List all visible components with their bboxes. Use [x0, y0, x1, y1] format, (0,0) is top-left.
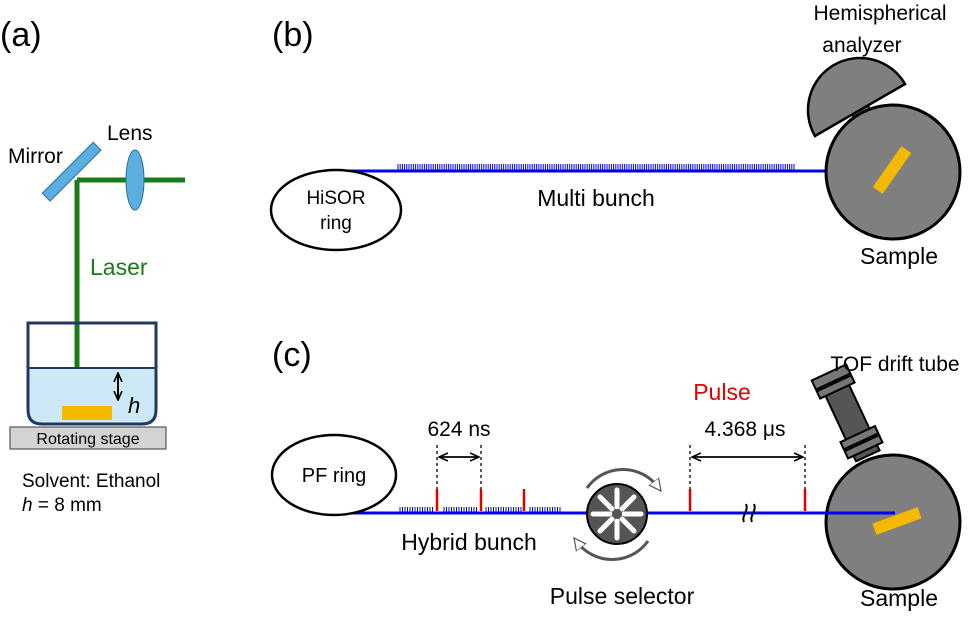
- sample-target: [62, 406, 112, 420]
- hisor-ring-line1: HiSOR: [306, 188, 365, 209]
- panel-b-label: (b): [272, 16, 314, 54]
- laser-label: Laser: [90, 254, 148, 280]
- beaker-icon: [26, 321, 158, 426]
- multi-bunch-pulses: [397, 164, 795, 170]
- interval-2-label: 4.368 μs: [705, 418, 786, 441]
- mirror-label: Mirror: [8, 145, 63, 168]
- panel-b: (b) HiSOR ring Multi bunch Hemispherical…: [269, 2, 962, 269]
- h-value-prefix: h: [22, 495, 33, 516]
- sample-c: [872, 507, 922, 535]
- multi-bunch-label: Multi bunch: [537, 185, 655, 211]
- pf-ring-label: PF ring: [302, 465, 366, 487]
- rotating-stage-label: Rotating stage: [36, 431, 139, 448]
- panel-c-label: (c): [272, 336, 312, 374]
- hybrid-bunch-pulses: [399, 507, 561, 512]
- h-value-text: = 8 mm: [33, 495, 102, 516]
- axis-break-icon: [742, 503, 756, 523]
- analyzer-label-line1: Hemispherical: [813, 2, 946, 25]
- sample-label-c: Sample: [860, 585, 938, 611]
- h-value-line: h = 8 mm: [22, 495, 102, 516]
- panel-c: (c) PF ring 624 ns Pulse 4.368 μs: [270, 336, 962, 611]
- rotating-stage: [9, 426, 167, 450]
- tof-label: TOF drift tube: [830, 353, 959, 376]
- pulse-selector-label: Pulse selector: [550, 583, 695, 609]
- solvent-text: Solvent: Ethanol: [22, 471, 160, 492]
- selector-spoke: [619, 494, 637, 512]
- selector-spoke: [597, 494, 615, 512]
- pulse-selector-wheel-icon: [577, 468, 658, 561]
- pf-ring: [270, 433, 398, 517]
- panel-a-label: (a): [0, 16, 42, 54]
- hybrid-bunch-label: Hybrid bunch: [401, 529, 537, 555]
- analyzer-label-line2: analyzer: [822, 34, 901, 57]
- tof-drift-tube-icon: [810, 363, 884, 463]
- sample-label-b: Sample: [860, 243, 938, 269]
- panel-a: (a) Mirror Lens Laser h Rotating stage S…: [0, 16, 185, 516]
- hisor-ring: [269, 168, 403, 252]
- sample-b: [872, 146, 912, 194]
- h-label: h: [128, 393, 140, 418]
- pulse-label: Pulse: [693, 379, 751, 405]
- lens-label: Lens: [107, 122, 153, 145]
- lens-icon: [125, 149, 145, 211]
- mirror-icon: [41, 141, 102, 202]
- selector-spoke: [597, 516, 615, 534]
- selector-spoke: [619, 516, 637, 534]
- interval-1-label: 624 ns: [427, 418, 490, 441]
- hisor-ring-line2: ring: [320, 213, 352, 234]
